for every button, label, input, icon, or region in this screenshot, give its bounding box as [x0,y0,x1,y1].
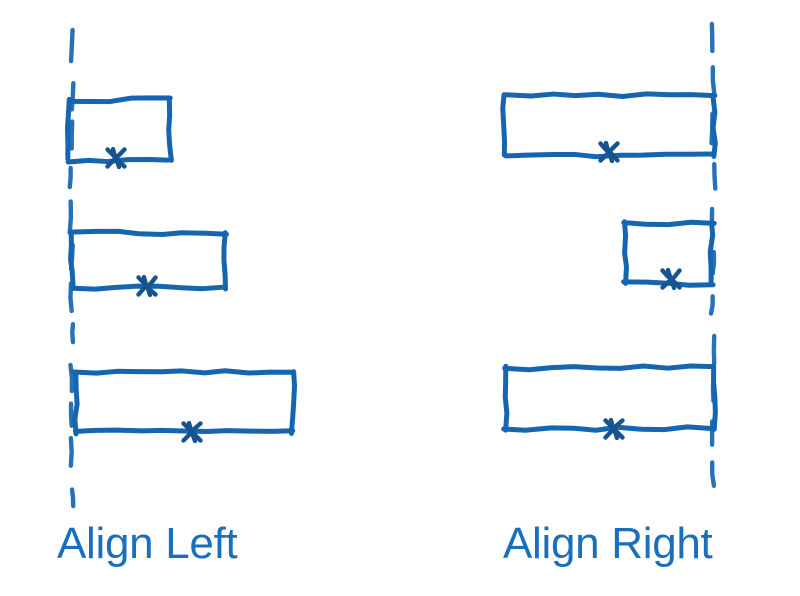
anchor-x-marker [105,146,127,170]
guide-dash [708,294,715,316]
box-edge-right [221,230,228,292]
box-edge-left [68,229,76,289]
panels-layer: Align Left Align Right [57,21,718,568]
box-edge-top [67,95,173,105]
box-edge-right [707,219,716,285]
x-marker-stroke [110,146,122,170]
box-edge-top [70,368,295,376]
box-edge-top [621,219,717,228]
box-edge-left [500,92,508,158]
anchor-x-marker [598,140,620,164]
box-edge-left [65,96,72,161]
guide-dash [710,65,717,97]
guide-dash [69,119,75,151]
x-marker-stroke [603,140,615,164]
panel-align-right: Align Right [500,21,718,568]
guide-dash [69,487,76,509]
anchor-x-marker [660,267,682,291]
box-edge-top [503,91,718,99]
box-edge-left [502,363,510,433]
panel-label-align-right: Align Right [503,519,713,568]
anchor-x-marker [603,417,625,441]
guide-dash [67,199,74,236]
panel-align-left: Align Left [57,27,298,568]
box-edge-top [71,228,229,237]
x-marker-stroke [141,274,153,298]
x-marker-stroke [665,267,677,291]
guide-dash [712,161,718,191]
box-edge-right [288,369,298,436]
box-edge-top [502,363,717,373]
guide-dash [68,362,75,394]
guide-dash [709,460,717,488]
aligned-box[interactable] [621,219,717,291]
box-edge-left [622,219,629,286]
anchor-x-marker [181,420,203,444]
aligned-box[interactable] [70,368,298,444]
anchor-x-marker [136,274,158,298]
aligned-box[interactable] [68,228,229,298]
aligned-box[interactable] [501,363,718,441]
box-edge-right [166,96,174,163]
guide-dash [69,80,76,112]
box-edge-left [72,371,80,437]
guide-dash [68,401,74,428]
panel-label-align-left: Align Left [57,519,238,568]
guide-dash [68,435,74,468]
box-edge-right [710,93,718,159]
guide-dash [68,27,75,64]
box-edge-right [711,364,718,432]
x-marker-stroke [186,420,198,444]
aligned-box[interactable] [500,91,718,164]
guide-dash [70,322,76,345]
box-edge-bottom [72,427,296,435]
x-marker-stroke [608,417,620,441]
guide-dash [67,165,73,190]
aligned-box[interactable] [65,95,174,170]
box-edge-bottom [501,424,714,433]
